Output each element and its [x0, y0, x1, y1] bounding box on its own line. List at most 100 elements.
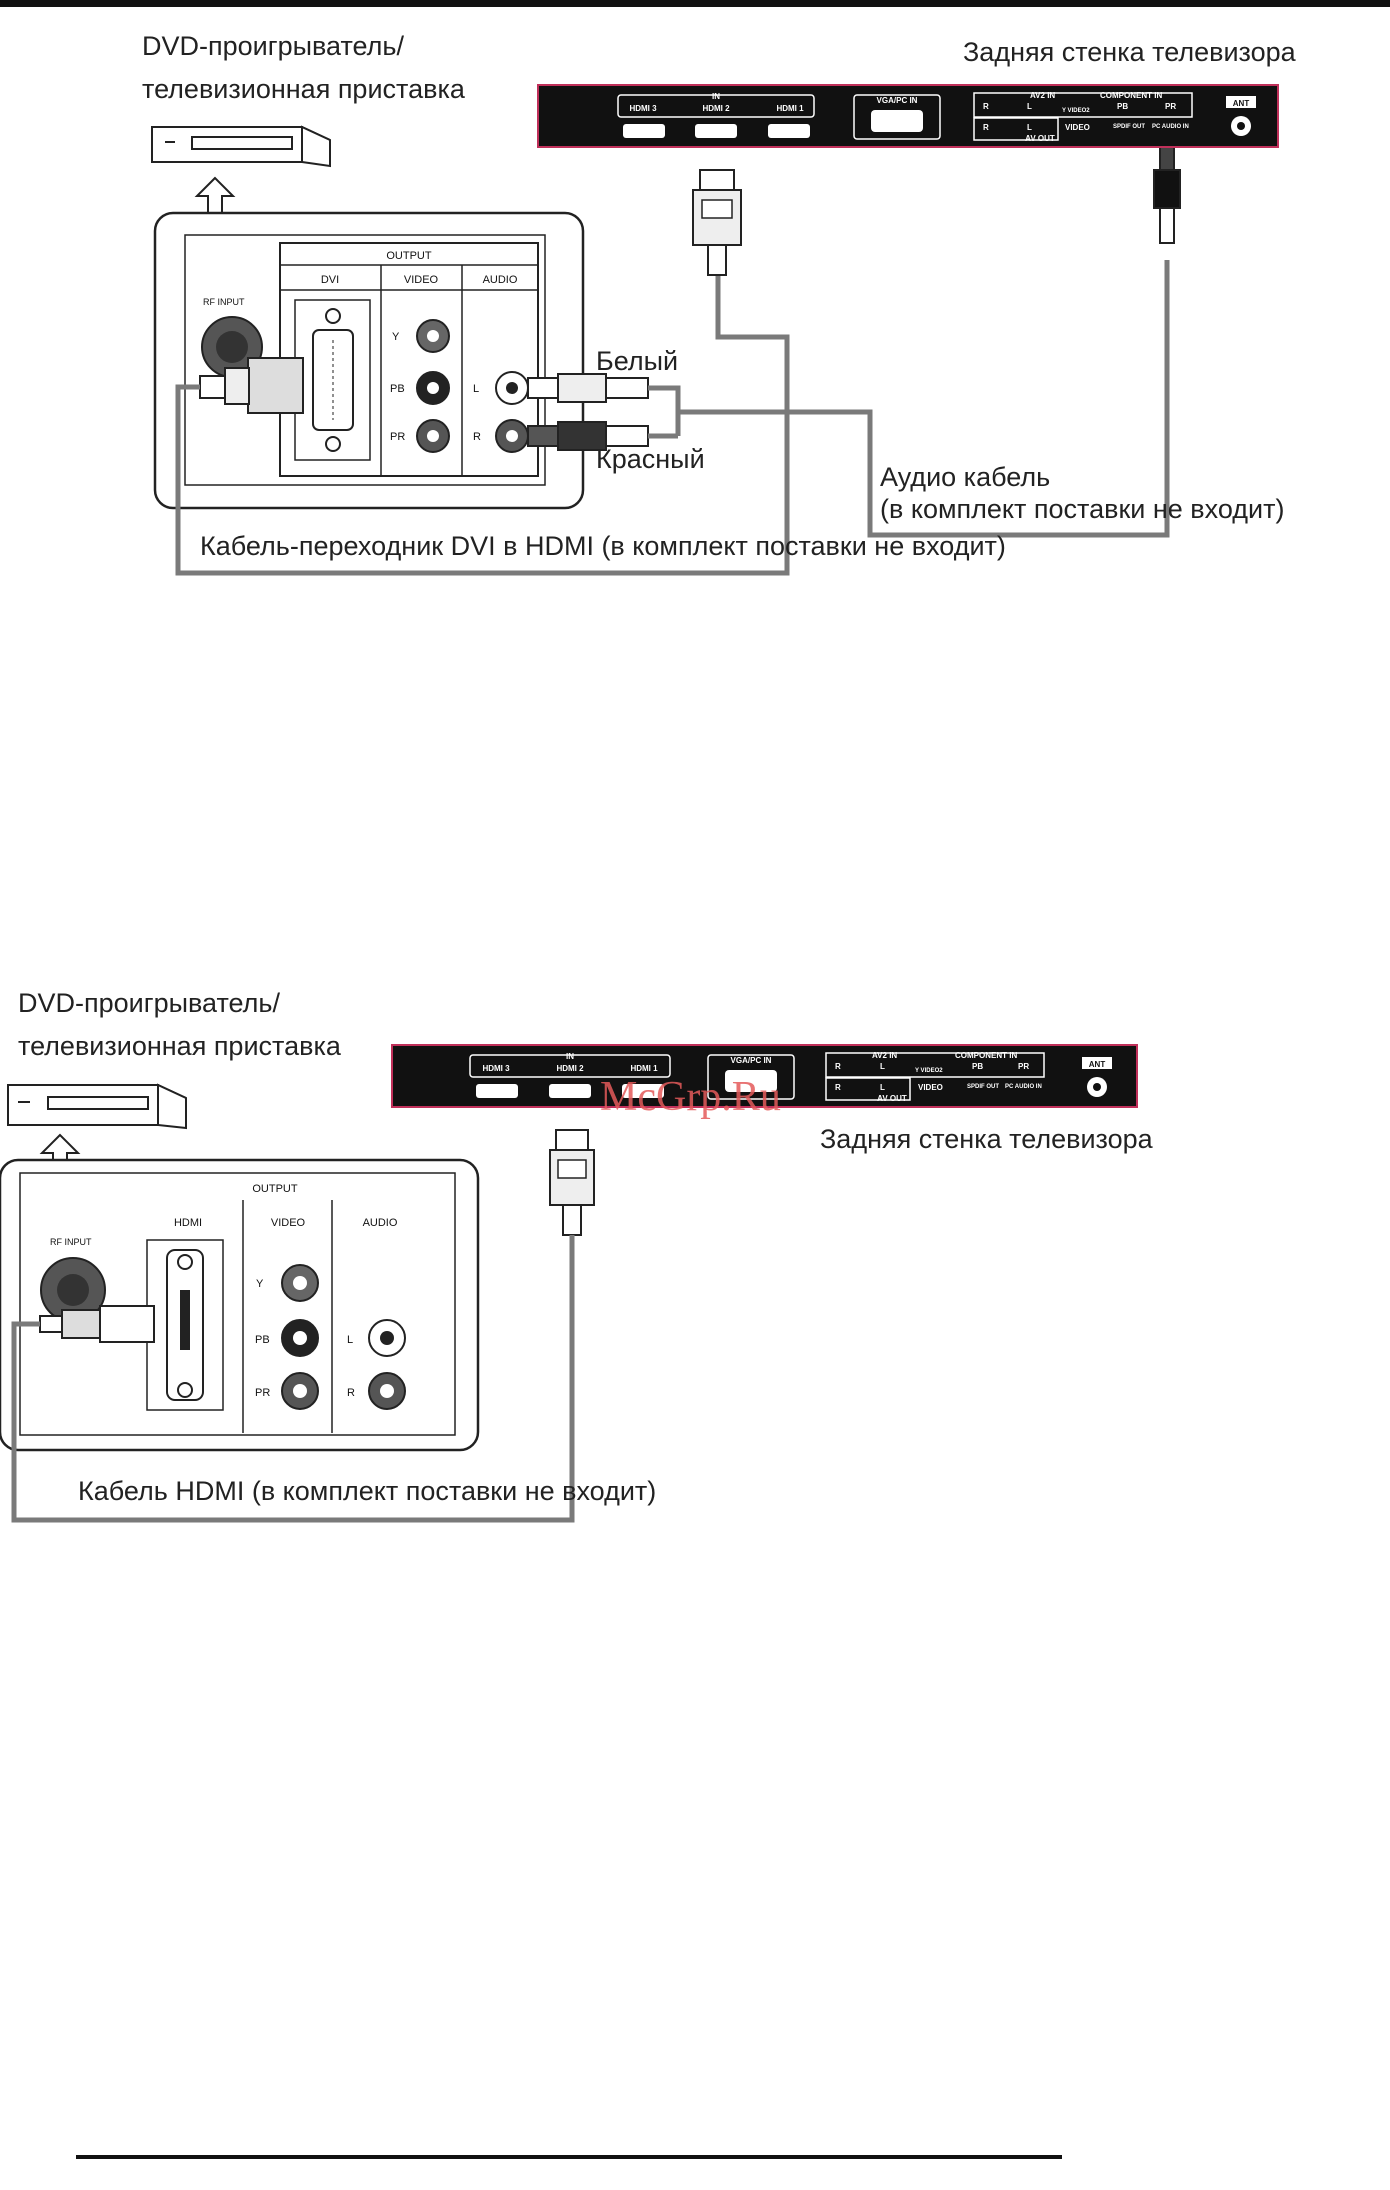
tv-hdmi1-label-2: HDMI 1	[630, 1064, 658, 1073]
video-label: VIDEO	[404, 274, 439, 286]
dvi-cable-label: Кабель-переходник DVI в HDMI (в комплект…	[200, 531, 1006, 561]
tv-l2-label: L	[1027, 123, 1032, 132]
audio-cable-label-1: Аудио кабель	[880, 462, 1050, 492]
y-label: Y	[392, 331, 400, 343]
device-label-line1-2: DVD-проигрыватель/	[18, 988, 280, 1018]
pr-label-2: PR	[255, 1387, 270, 1399]
tv-hdmi2-label-2: HDMI 2	[556, 1064, 584, 1073]
l-label: L	[473, 383, 479, 395]
tv-pcaudio-label-2: PC AUDIO IN	[1005, 1084, 1042, 1090]
tv-component-label-2: COMPONENT IN	[955, 1051, 1017, 1060]
tv-video-label: VIDEO	[1065, 123, 1090, 132]
r-label: R	[473, 431, 481, 443]
audio-label-2: AUDIO	[363, 1217, 398, 1229]
pb-label: PB	[390, 383, 405, 395]
tv-pb-label-2: PB	[972, 1062, 983, 1071]
dvi-port-icon	[294, 299, 371, 461]
l-label-2: L	[347, 1334, 353, 1346]
y-label-2: Y	[256, 1278, 264, 1290]
red-cable-label: Красный	[596, 444, 705, 474]
tv-y-label: Y VIDEO2	[1062, 108, 1090, 114]
dvd-player-icon	[151, 125, 331, 168]
dvi-label: DVI	[321, 274, 339, 286]
hdmi-port-icon-2	[146, 1239, 224, 1411]
tv-vga-label-2: VGA/PC IN	[731, 1056, 772, 1065]
tv-r2-label-2: R	[835, 1083, 841, 1092]
white-cable-label: Белый	[596, 346, 678, 376]
vga-port-icon	[871, 110, 923, 132]
rf-input-label-2: RF INPUT	[50, 1237, 92, 1247]
tv-back-panel: IN HDMI 3 HDMI 2 HDMI 1 VGA/PC IN AV2 IN…	[537, 84, 1279, 148]
tv-av-out-label-2: AV OUT	[877, 1094, 907, 1103]
tv-pr-label-2: PR	[1018, 1062, 1029, 1071]
vga-port-icon-2	[725, 1070, 777, 1092]
tv-r-label: R	[983, 102, 989, 111]
cables	[175, 260, 1170, 576]
audio-cable-label-2: (в комплект поставки не входит)	[880, 494, 1284, 524]
tv-back-label-2: Задняя стенка телевизора	[820, 1124, 1154, 1154]
tv-pcaudio-label: PC AUDIO IN	[1152, 124, 1189, 130]
tv-hdmi1-label: HDMI 1	[776, 104, 804, 113]
output-label-2: OUTPUT	[252, 1183, 298, 1195]
rf-input-label: RF INPUT	[203, 297, 245, 307]
player-back-panel: OUTPUT DVI VIDEO AUDIO RF INPUT Y PB PR	[153, 211, 585, 510]
tv-y-label-2: Y VIDEO2	[915, 1068, 943, 1074]
tv-spdif-label: SPDIF OUT	[1113, 124, 1145, 130]
device-label-line1: DVD-проигрыватель/	[142, 31, 404, 61]
tv-in-label-2: IN	[566, 1052, 574, 1061]
tv-av-out-label: AV OUT	[1025, 134, 1055, 143]
tv-ant-label-2: ANT	[1089, 1060, 1106, 1069]
r-label-2: R	[347, 1387, 355, 1399]
hdmi1-port-icon	[768, 124, 810, 138]
tv-ant-label: ANT	[1233, 99, 1250, 108]
dvi-adapter-plug-icon	[199, 357, 304, 414]
tv-back-panel-2: IN HDMI 3 HDMI 2 HDMI 1 VGA/PC IN AV2 IN…	[391, 1044, 1138, 1108]
tv-hdmi2-label: HDMI 2	[702, 104, 730, 113]
tv-l-label: L	[1027, 102, 1032, 111]
audio-label: AUDIO	[483, 274, 518, 286]
diagram-dvi: DVD-проигрыватель/ телевизионная пристав…	[142, 31, 1297, 576]
watermark: McGrp.Ru	[600, 1074, 781, 1120]
audio-jack-plug-icon	[1153, 144, 1181, 244]
hdmi-player-plug-icon	[39, 1305, 155, 1343]
video-label-2: VIDEO	[271, 1217, 306, 1229]
tv-pb-label: PB	[1117, 102, 1128, 111]
hdmi-label-2: HDMI	[174, 1217, 202, 1229]
tv-in-label: IN	[712, 92, 720, 101]
hdmi1-port-icon-2	[622, 1084, 664, 1098]
pr-label: PR	[390, 431, 405, 443]
dvd-player-icon-2	[7, 1083, 187, 1130]
output-label: OUTPUT	[386, 250, 432, 262]
audio-plugs-icon	[527, 373, 649, 451]
tv-component-label: COMPONENT IN	[1100, 91, 1162, 100]
tv-hdmi3-label-2: HDMI 3	[482, 1064, 510, 1073]
top-rule	[0, 0, 1390, 7]
hdmi2-port-icon	[695, 124, 737, 138]
pb-label-2: PB	[255, 1334, 270, 1346]
hdmi2-port-icon-2	[549, 1084, 591, 1098]
tv-vga-label: VGA/PC IN	[877, 96, 918, 105]
tv-l-label-2: L	[880, 1062, 885, 1071]
tv-video-label-2: VIDEO	[918, 1083, 943, 1092]
tv-pr-label: PR	[1165, 102, 1176, 111]
hdmi-tv-plug-icon	[549, 1129, 595, 1236]
diagram-hdmi: DVD-проигрыватель/ телевизионная пристав…	[0, 988, 1154, 1523]
tv-av2-label: AV2 IN	[1030, 91, 1055, 100]
player-back-panel-2: OUTPUT HDMI VIDEO AUDIO RF INPUT Y PB PR…	[0, 1158, 480, 1452]
hdmi-plug-icon	[692, 169, 742, 276]
hdmi-cable	[11, 1235, 575, 1523]
arrow-up-icon	[194, 176, 236, 214]
hdmi-cable-label: Кабель HDMI (в комплект поставки не вход…	[78, 1476, 656, 1506]
tv-spdif-label-2: SPDIF OUT	[967, 1084, 999, 1090]
tv-r-label-2: R	[835, 1062, 841, 1071]
device-label-line2-2: телевизионная приставка	[18, 1031, 342, 1061]
hdmi3-port-icon	[623, 124, 665, 138]
tv-r2-label: R	[983, 123, 989, 132]
hdmi3-port-icon-2	[476, 1084, 518, 1098]
tv-l2-label-2: L	[880, 1083, 885, 1092]
bottom-rule	[76, 2155, 1062, 2159]
tv-av2-label-2: AV2 IN	[872, 1051, 897, 1060]
tv-hdmi3-label: HDMI 3	[629, 104, 657, 113]
tv-back-label: Задняя стенка телевизора	[963, 37, 1297, 67]
